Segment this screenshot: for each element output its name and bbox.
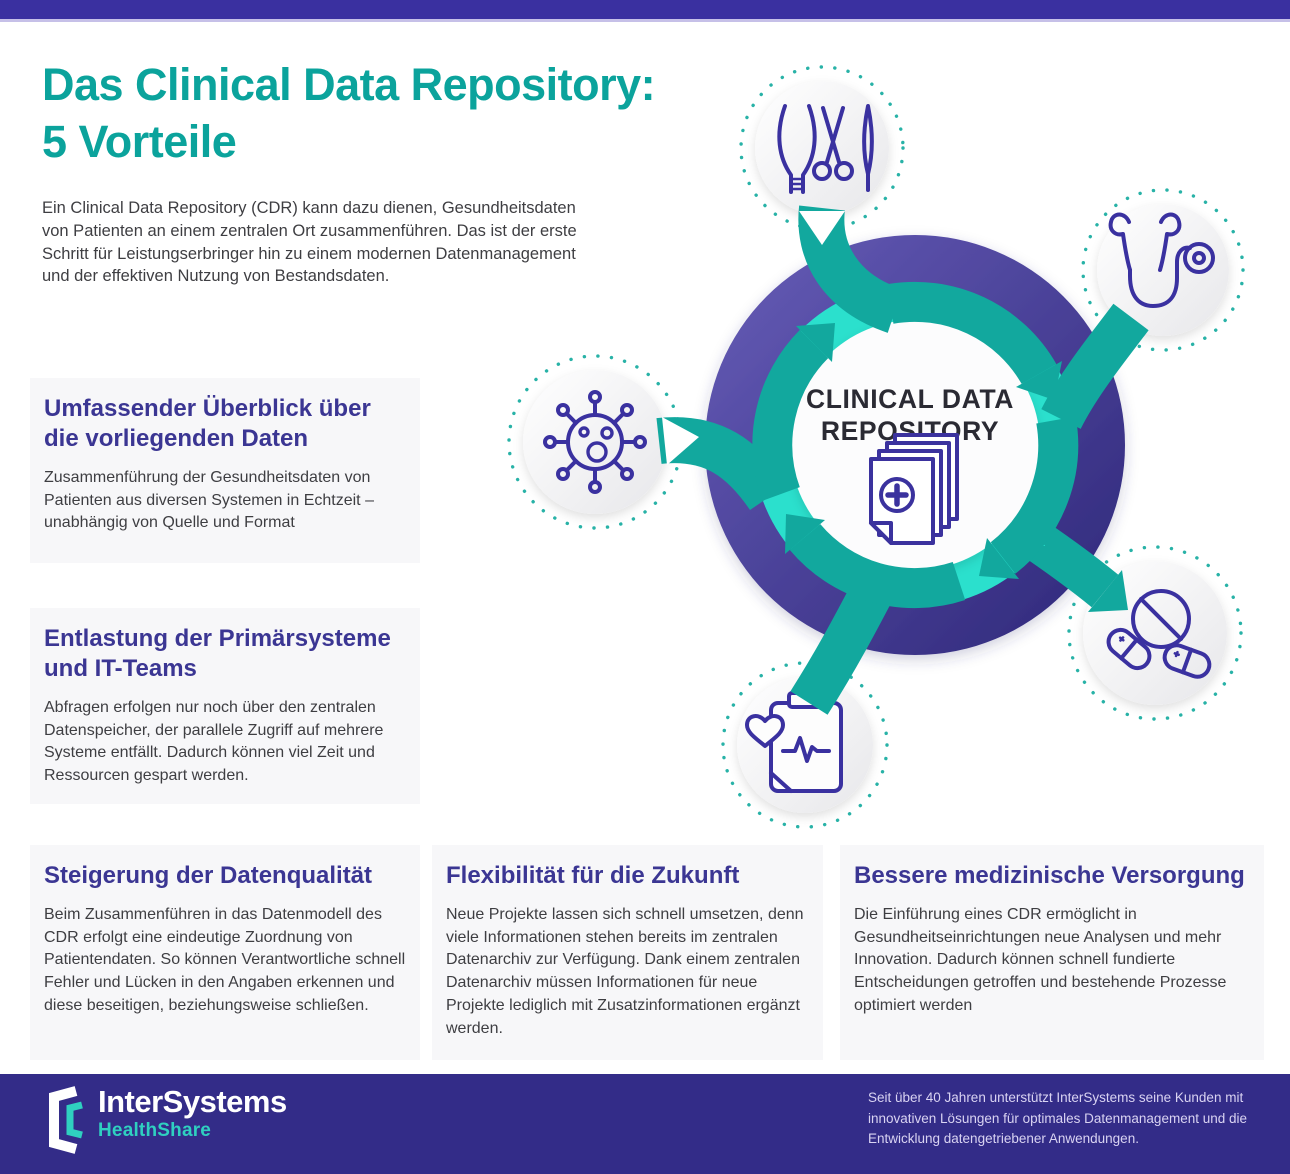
top-bar (0, 0, 1290, 19)
benefit-card-5: Bessere medizinische Versorgung Die Einf… (840, 845, 1264, 1060)
benefit-card-4: Flexibilität für die Zukunft Neue Projek… (432, 845, 823, 1060)
intersystems-logo: InterSystems HealthShare (44, 1084, 287, 1155)
connector-stethoscope (1041, 303, 1149, 430)
benefit-card-2: Entlastung der Primärsysteme und IT-Team… (30, 608, 420, 804)
benefit-title: Entlastung der Primärsysteme und IT-Team… (44, 625, 391, 682)
pills-icon (1106, 589, 1212, 679)
patient-records-icon (869, 433, 959, 545)
healthshare-label: HealthShare (98, 1120, 212, 1142)
brand-name: InterSystems (98, 1084, 287, 1119)
benefit-body: Beim Zusammenführen in das Datenmodell d… (44, 906, 406, 1014)
top-bar-accent (0, 19, 1290, 22)
center-label-line1: CLINICAL DATA (806, 384, 1014, 414)
benefit-body: Zusammenführung der Gesundheitsdaten von… (44, 469, 374, 532)
benefit-title: Steigerung der Datenqualität (44, 862, 373, 889)
surgical-instruments-icon (777, 104, 874, 194)
satellite-surgical (755, 81, 889, 215)
benefit-body: Neue Projekte lassen sich schnell umsetz… (446, 906, 804, 1037)
benefit-body: Abfragen erfolgen nur noch über den zent… (44, 699, 384, 785)
cycle-arrow-top (886, 281, 1057, 385)
intersystems-logo-mark (49, 1086, 83, 1154)
page-title-line2: 5 Vorteile (42, 116, 237, 168)
stethoscope-icon (1108, 212, 1215, 308)
page-title-line1: Das Clinical Data Repository: (42, 59, 656, 110)
benefit-card-1: Umfassender Überblick über die vorliegen… (30, 378, 420, 563)
benefit-title: Umfassender Überblick über die vorliegen… (44, 395, 371, 452)
benefit-card-3: Steigerung der Datenqualität Beim Zusamm… (30, 845, 420, 1060)
satellite-stethoscope (1097, 204, 1229, 336)
benefit-title: Bessere medizinische Versorgung (854, 862, 1245, 889)
connector-surgical-notch (799, 211, 845, 245)
virus-icon (543, 390, 647, 494)
cycle-arrowheads (785, 323, 1062, 579)
page-title: Das Clinical Data Repository: 5 Vorteile (42, 56, 742, 170)
cycle-arrow-right (990, 416, 1079, 574)
cdr-cycle-diagram: CLINICAL DATA REPOSITORY (507, 65, 1245, 829)
benefit-title: Flexibilität für die Zukunft (446, 862, 740, 889)
cycle-arrow-left (752, 329, 829, 501)
health-clipboard-icon (745, 683, 843, 793)
cycle-arrow-bottom (789, 523, 966, 609)
benefit-body: Die Einführung eines CDR ermöglicht in G… (854, 906, 1227, 1014)
cycle-arrows (752, 281, 1079, 609)
intro-paragraph: Ein Clinical Data Repository (CDR) kann … (42, 199, 577, 286)
intersystems-wordmark: InterSystems HealthShare (98, 1084, 287, 1142)
connector-virus-notch (662, 417, 699, 465)
connector-pills-arrowhead (1088, 570, 1128, 612)
footer-bar: InterSystems HealthShare Seit über 40 Ja… (0, 1074, 1290, 1174)
footer-tagline: Seit über 40 Jahren unterstützt InterSys… (868, 1090, 1248, 1147)
